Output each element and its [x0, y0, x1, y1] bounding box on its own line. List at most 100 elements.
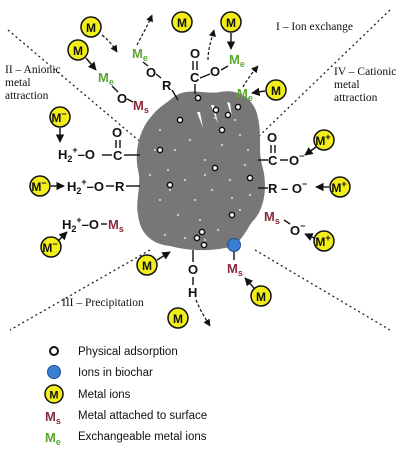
- grain-dot: [233, 118, 237, 122]
- grain-dot: [168, 188, 172, 192]
- particle-crack: [197, 102, 232, 128]
- region-cationic-1: IV – Cationic: [334, 66, 396, 78]
- o-atom: O: [210, 64, 220, 79]
- exchange-arrow-out: [136, 14, 153, 46]
- physical-adsorption-dot: [193, 234, 201, 242]
- grain-dot: [158, 128, 162, 132]
- region-anionic-1: II – Anionic: [5, 64, 61, 76]
- r-group: R: [162, 78, 172, 93]
- o-atom: O: [190, 46, 200, 61]
- physical-adsorption-dot: [166, 181, 174, 189]
- physical-adsorption-dot: [224, 111, 232, 119]
- grain-dot: [148, 173, 152, 177]
- grain-dot: [248, 193, 252, 197]
- metal-anion-2: M−: [29, 175, 51, 197]
- exchange-arrow-out: [207, 29, 216, 61]
- legend-label-physical-adsorption: Physical adsorption: [78, 346, 178, 358]
- physical-adsorption-dot: [212, 106, 220, 114]
- surface-metal-label: Ms: [108, 217, 124, 234]
- region-anionic-2: metal: [5, 77, 31, 89]
- o-atom: O: [188, 262, 198, 277]
- o-atom: O: [267, 130, 277, 145]
- grain-dot: [238, 133, 242, 137]
- c-atom: C: [190, 70, 200, 85]
- o-atom: O: [117, 91, 127, 106]
- svg-text:M−: M−: [42, 239, 57, 255]
- o-atom: O: [112, 125, 122, 140]
- svg-text:M+: M+: [315, 132, 330, 148]
- surface-metal-label: Ms: [264, 209, 280, 226]
- grain-dot: [230, 196, 234, 200]
- physical-adsorption-dot: [211, 164, 219, 172]
- divider-top-right: [254, 9, 391, 141]
- o-atom: O: [146, 65, 156, 80]
- exchange-arrow-out: [101, 34, 118, 53]
- bond-o-r: [155, 73, 162, 79]
- h2o-plus-group: H2+–O: [58, 145, 95, 164]
- svg-text:M: M: [173, 312, 183, 326]
- svg-text:M+: M+: [331, 179, 346, 195]
- grain-dot: [193, 198, 197, 202]
- physical-adsorption-dot: [156, 146, 164, 154]
- grain-dot: [183, 236, 187, 240]
- bond-c-o: [199, 73, 211, 79]
- bond-ms-o: [283, 219, 291, 225]
- svg-text:M−: M−: [31, 178, 46, 194]
- c-atom: C: [268, 153, 278, 168]
- bond-r-particle: [171, 89, 179, 101]
- ion-in-biochar: [227, 238, 241, 252]
- physical-adsorption-dot: [246, 174, 254, 182]
- grain-dot: [203, 173, 207, 177]
- grain-dot: [220, 143, 224, 147]
- physical-adsorption-dot: [228, 211, 236, 219]
- grain-dot: [210, 188, 214, 192]
- region-anionic-3: attraction: [5, 90, 49, 102]
- region-ion-exchange: I – Ion exchange: [276, 21, 353, 33]
- metal-anion-3: M−: [40, 236, 62, 258]
- exchange-arrow-out: [242, 65, 259, 88]
- precip-arrow-out: [195, 299, 211, 327]
- physical-adsorption-dot: [176, 116, 184, 124]
- legend-label-surface-metal: Metal attached to surface: [78, 410, 207, 422]
- region-precipitation: III – Precipitation: [62, 297, 144, 309]
- metal-cation-2: M+: [329, 176, 351, 198]
- grain-dot: [228, 178, 232, 182]
- surface-metal-label: Ms: [227, 261, 243, 278]
- legend-symbol-ion-in-biochar: [47, 365, 61, 379]
- metal-ion-top-1: M: [80, 16, 102, 38]
- cation-arrow: [304, 233, 315, 241]
- legend-symbol-physical-adsorption: [49, 346, 59, 356]
- exchange-metal-label: Me: [132, 46, 148, 63]
- svg-text:M: M: [271, 84, 281, 98]
- svg-text:M: M: [226, 16, 236, 30]
- particle-grain-dots: [148, 116, 252, 242]
- metal-ion-bottom-right: M: [250, 285, 272, 307]
- physical-adsorption-dot: [194, 94, 202, 102]
- bond-o-me: [220, 65, 229, 71]
- r-o-minus-group: R – O−: [268, 179, 307, 196]
- surface-metal-label: Ms: [133, 98, 149, 115]
- metal-ion-bottom-left: M: [136, 254, 158, 276]
- metal-ion-right-top: M: [265, 79, 287, 101]
- h-atom: H: [188, 285, 197, 300]
- anion-arrow: [58, 231, 68, 241]
- physical-adsorption-dot: [198, 228, 206, 236]
- grain-dot: [213, 116, 217, 120]
- grain-dot: [238, 208, 242, 212]
- exchange-metal-label: Me: [98, 70, 114, 87]
- exchange-metal-label: Me: [237, 86, 253, 103]
- exchange-arrow-in: [85, 57, 97, 71]
- grain-dot: [163, 233, 167, 237]
- physical-adsorption-dot: [218, 126, 226, 134]
- grain-dot: [216, 228, 220, 232]
- physical-adsorption-dot: [234, 103, 242, 111]
- grain-dot: [243, 163, 247, 167]
- metal-ion-top-2: M: [67, 39, 89, 61]
- svg-text:M: M: [49, 390, 58, 402]
- legend-symbol-metal-ion: M: [44, 384, 64, 404]
- grain-dot: [176, 213, 180, 217]
- svg-text:M: M: [256, 290, 266, 304]
- bond-me-o-left: [111, 85, 119, 93]
- grain-dot: [246, 148, 250, 152]
- physical-adsorption-dots: [156, 94, 254, 249]
